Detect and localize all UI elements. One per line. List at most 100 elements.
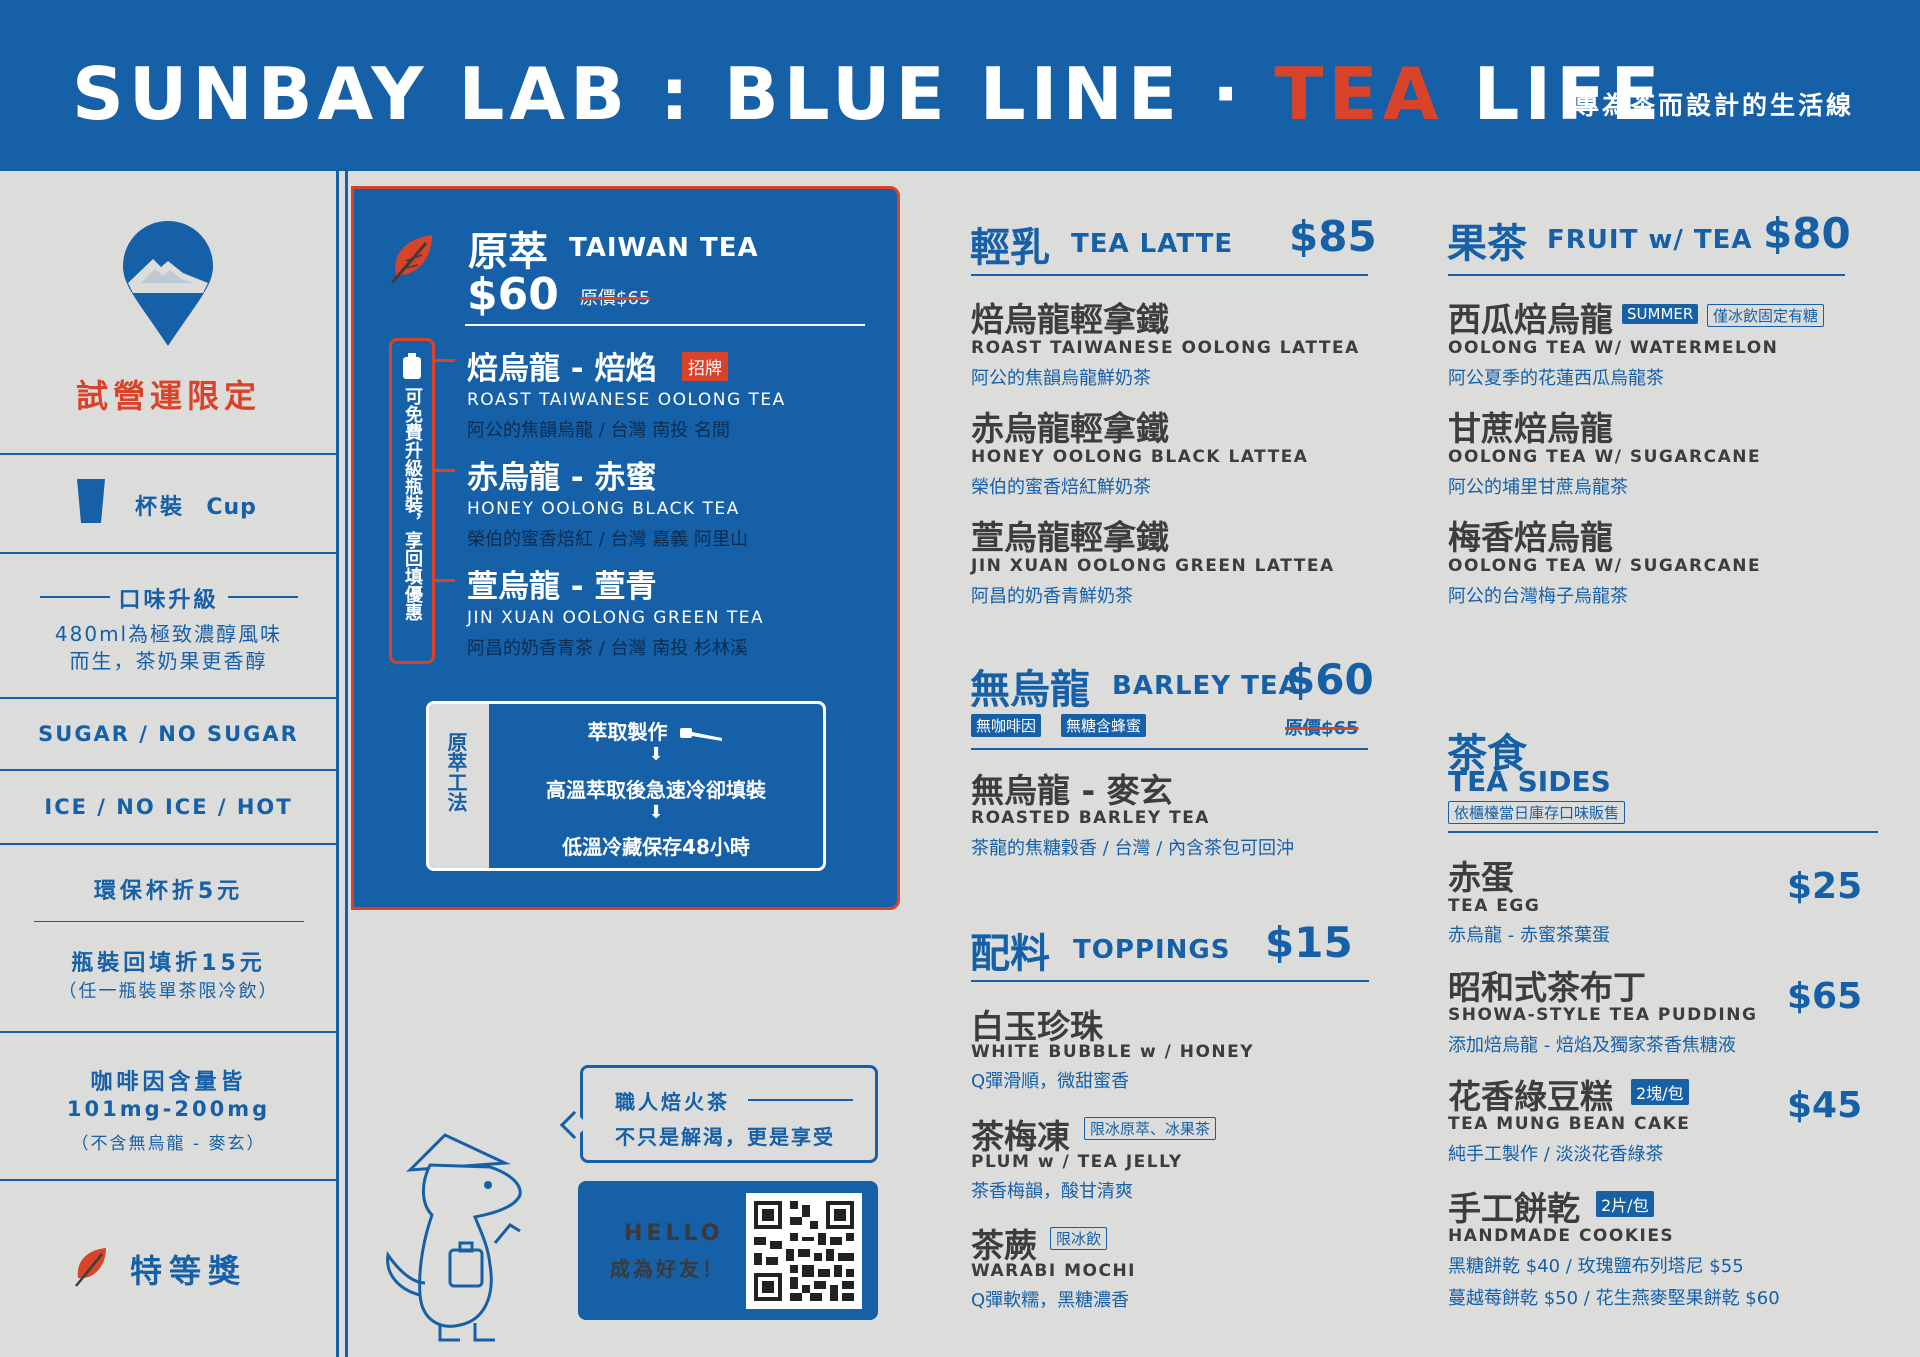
menu-item-en: TEA MUNG BEAN CAKE xyxy=(1448,1114,1691,1134)
award-label: 特等獎 xyxy=(130,1252,248,1290)
menu-item-en: HONEY OOLONG BLACK TEA xyxy=(467,499,740,519)
divider xyxy=(0,1179,337,1181)
menu-item-en: JIN XUAN OOLONG GREEN TEA xyxy=(467,608,765,628)
menu-item-name: 梅香焙烏龍 xyxy=(1448,518,1613,557)
method-label-bg xyxy=(429,704,489,868)
menu-item-name: 赤烏龍輕拿鐵 xyxy=(971,409,1169,448)
caffeine-title: 咖啡因含量皆 xyxy=(90,1070,247,1095)
bottle-upgrade-note: 可免費升級瓶裝，享回填優惠 xyxy=(402,387,423,621)
menu-item-desc: 純手工製作 / 淡淡花香綠茶 xyxy=(1448,1144,1664,1165)
method-step: 高溫萃取後急速冷卻填裝 xyxy=(546,778,766,802)
menu-item-name: 茶梅凍 xyxy=(971,1117,1070,1156)
tagline: 專為茶而設計的生活線 xyxy=(1573,91,1854,120)
connector xyxy=(435,579,455,582)
menu-item-desc: Q彈滑順，微甜蜜香 xyxy=(971,1071,1130,1092)
rule xyxy=(748,1099,853,1101)
divider xyxy=(1448,831,1878,833)
section-title-en: TEA SIDES xyxy=(1448,765,1611,798)
line-friend-box[interactable]: HELLO 成為好友！ xyxy=(578,1181,878,1320)
upgrade-desc: 480ml為極致濃醇風味 xyxy=(54,622,283,646)
menu-item-name: 昭和式茶布丁 xyxy=(1448,968,1646,1007)
menu-item-name: 無烏龍 - 麥玄 xyxy=(971,771,1173,810)
tea-scoop-icon xyxy=(680,727,723,741)
divider xyxy=(465,324,865,326)
menu-item-desc: 茶香梅韻，酸甘清爽 xyxy=(971,1181,1133,1202)
section-title-zh: 輕乳 xyxy=(970,225,1050,271)
menu-item-en: JIN XUAN OOLONG GREEN LATTEA xyxy=(971,556,1335,576)
menu-item-tag: 2塊/包 xyxy=(1631,1079,1689,1105)
ice-option: ICE / NO ICE / HOT xyxy=(44,795,293,819)
item-price: $25 xyxy=(1787,866,1863,907)
section-price: $80 xyxy=(1763,209,1851,258)
divider xyxy=(0,552,337,554)
add-friend-text: 成為好友！ xyxy=(610,1257,725,1281)
page-title: SUNBAY LAB : BLUE LINE · TEA LIFE xyxy=(72,52,1665,136)
menu-item-desc: 阿公的焦韻烏龍鮮奶茶 xyxy=(971,368,1151,389)
fixed-sugar-tag: 僅冰飲固定有糖 xyxy=(1707,304,1825,327)
bubble-line: 職人焙火茶 xyxy=(615,1090,730,1114)
menu-item-name: 焙烏龍輕拿鐵 xyxy=(971,300,1169,339)
bottle-upgrade-box: 可免費升級瓶裝，享回填優惠 xyxy=(389,338,435,664)
menu-item-desc: 阿公的埔里甘蔗烏龍茶 xyxy=(1448,477,1628,498)
divider xyxy=(0,697,337,699)
speech-bubble: 職人焙火茶 不只是解渴，更是享受 xyxy=(580,1065,878,1163)
menu-item-en: OOLONG TEA W/ SUGARCANE xyxy=(1448,556,1762,576)
menu-item-en: PLUM w / TEA JELLY xyxy=(971,1152,1183,1172)
menu-item-en: OOLONG TEA W/ WATERMELON xyxy=(1448,338,1779,358)
bottle-note: （任一瓶裝單茶限冷飲） xyxy=(58,981,279,1002)
divider xyxy=(0,769,337,771)
rule xyxy=(228,596,298,598)
sidebar: 試營運限定 杯裝 Cup 口味升級 480ml為極致濃醇風味 而生，茶奶果更香醇… xyxy=(0,171,337,1357)
summer-tag: SUMMER xyxy=(1622,304,1699,324)
mountain-pin-icon xyxy=(123,221,213,346)
hello-text: HELLO xyxy=(624,1221,724,1246)
connector xyxy=(435,359,455,362)
menu-item-desc: 阿昌的奶香青茶 / 台灣 南投 杉林溪 xyxy=(467,638,748,659)
menu-item-name: 白玉珍珠 xyxy=(971,1007,1103,1046)
menu-item-en: HONEY OOLONG BLACK LATTEA xyxy=(971,447,1309,467)
section-title-en: TAIWAN TEA xyxy=(569,233,759,263)
qr-code-icon[interactable] xyxy=(745,1193,863,1309)
divider xyxy=(0,453,337,455)
leaf-icon xyxy=(390,235,432,284)
divider xyxy=(971,274,1368,276)
section-price: $85 xyxy=(1289,212,1377,261)
original-price: 原價$65 xyxy=(580,288,651,309)
menu-item-en: SHOWA-STYLE TEA PUDDING xyxy=(1448,1005,1758,1025)
item-price: $65 xyxy=(1787,976,1863,1017)
method-label: 原萃工法 xyxy=(444,732,468,812)
menu-item-name: 萱烏龍 - 萱青 xyxy=(467,569,657,605)
header-bar xyxy=(0,0,1920,171)
stock-note-tag: 依櫃檯當日庫存口味販售 xyxy=(1448,801,1626,824)
divider xyxy=(0,1031,337,1033)
section-title-zh: 配料 xyxy=(970,931,1050,977)
arrow-down-icon: ⬇ xyxy=(648,802,664,823)
menu-item-name: 甘蔗焙烏龍 xyxy=(1448,409,1613,448)
cup-icon xyxy=(77,479,105,523)
brewing-method-box: 原萃工法 萃取製作 ⬇ 高溫萃取後急速冷卻填裝 ⬇ 低溫冷藏保存48小時 xyxy=(426,701,826,871)
section-title-zh: 原萃 xyxy=(468,229,548,275)
upgrade-desc: 而生，茶奶果更香醇 xyxy=(69,649,268,673)
rule xyxy=(40,596,110,598)
caffeine-free-tag: 無咖啡因 xyxy=(971,714,1042,737)
bubble-line: 不只是解渴，更是享受 xyxy=(615,1125,835,1149)
section-title-en: BARLEY TEA xyxy=(1112,671,1300,701)
menu-item-en: ROASTED BARLEY TEA xyxy=(971,808,1210,828)
menu-item-desc: 榮伯的蜜香焙紅鮮奶茶 xyxy=(971,477,1151,498)
connector xyxy=(435,469,455,472)
eco-cup-discount: 環保杯折5元 xyxy=(93,879,244,904)
upgrade-title: 口味升級 xyxy=(118,588,219,613)
menu-item-desc: 阿昌的奶香青鮮奶茶 xyxy=(971,586,1133,607)
limited-label: 試營運限定 xyxy=(75,377,261,415)
menu-item-desc: 黑糖餅乾 $40 / 玫瑰鹽布列塔尼 $55 xyxy=(1448,1256,1744,1277)
menu-item-desc: 阿公夏季的花蓮西瓜烏龍茶 xyxy=(1448,368,1664,389)
section-title-en: TOPPINGS xyxy=(1073,935,1231,965)
section-title-en: FRUIT w/ TEA xyxy=(1547,225,1753,255)
menu-item-tag: 限冰飲 xyxy=(1050,1227,1108,1250)
taiwan-tea-card: 原萃 TAIWAN TEA $60 原價$65 可免費升級瓶裝，享回填優惠 焙烏… xyxy=(351,186,900,910)
menu-item-en: WHITE BUBBLE w / HONEY xyxy=(971,1042,1255,1062)
menu-item-desc: 蔓越莓餅乾 $50 / 花生燕麥堅果餅乾 $60 xyxy=(1448,1288,1780,1309)
divider xyxy=(1448,274,1845,276)
section-title-zh: 果茶 xyxy=(1447,221,1527,267)
menu-item-name: 西瓜焙烏龍 xyxy=(1448,300,1613,339)
